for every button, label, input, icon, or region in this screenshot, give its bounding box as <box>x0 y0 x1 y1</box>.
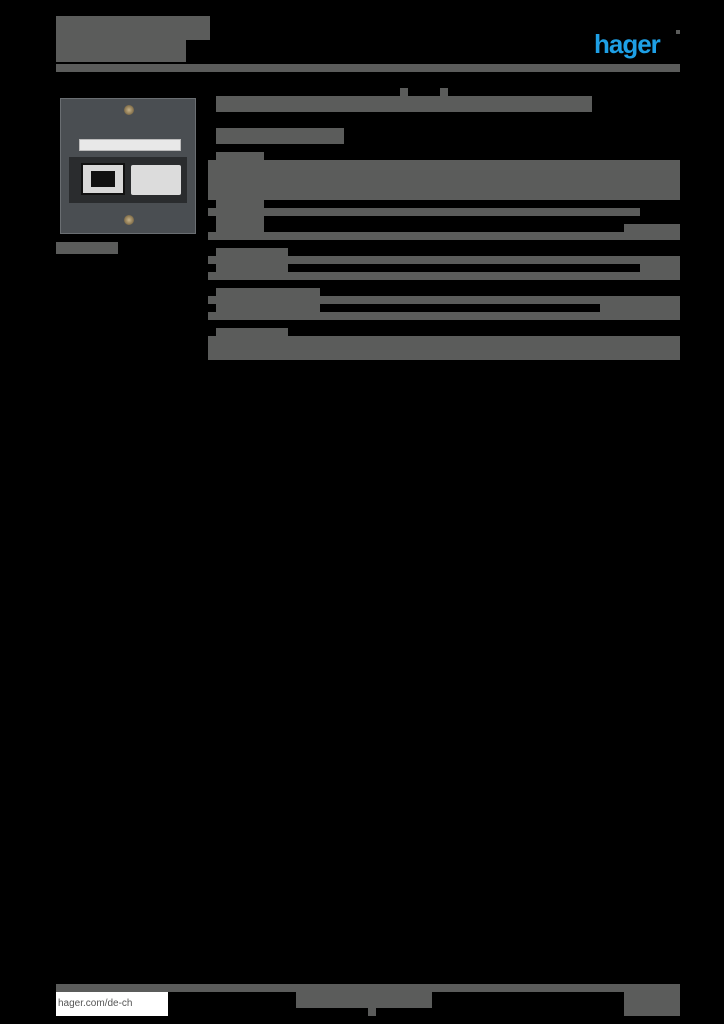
footer-center-text <box>296 992 432 1008</box>
product-subtitle <box>216 128 344 144</box>
spec-row-divider <box>208 312 680 320</box>
header-divider <box>56 64 680 72</box>
spec-row-value <box>208 160 680 200</box>
product-title-ascender-1 <box>400 88 408 96</box>
screw-top-icon <box>124 105 134 115</box>
header-title-line-1 <box>56 16 210 30</box>
header-title-line-2 <box>56 30 210 40</box>
spec-row-value <box>208 256 680 264</box>
spec-row-value <box>208 296 680 304</box>
screw-bottom-icon <box>124 215 134 225</box>
module-recess <box>69 157 187 203</box>
spec-row-value <box>208 232 680 240</box>
spec-row-value-tail <box>624 224 680 240</box>
hager-logo: hager <box>594 29 661 59</box>
product-image <box>60 98 196 234</box>
rj45-jack-icon <box>81 163 125 195</box>
footer-divider <box>56 984 680 992</box>
spec-row-value <box>208 208 640 216</box>
footer-right-text <box>624 992 680 1016</box>
footer-center-subtext <box>368 1008 376 1016</box>
blank-module <box>131 165 181 195</box>
spec-row-value <box>208 336 680 360</box>
label-strip <box>79 139 181 151</box>
image-caption <box>56 242 118 254</box>
spec-row-divider <box>208 272 680 280</box>
spec-row-label <box>216 328 288 336</box>
website-link[interactable]: hager.com/de-ch <box>56 992 168 1016</box>
header-title-line-3 <box>56 40 186 62</box>
product-title <box>216 96 592 112</box>
logo-trademark-mark <box>676 30 680 34</box>
product-title-ascender-2 <box>440 88 448 96</box>
